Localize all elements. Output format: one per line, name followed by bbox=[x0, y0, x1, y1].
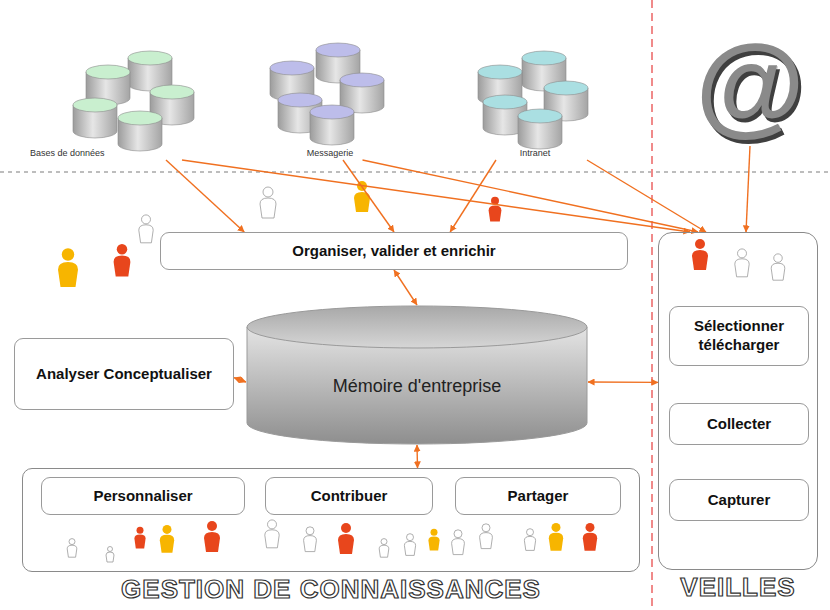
database-icon bbox=[73, 51, 194, 151]
process-box: Sélectionner télécharger bbox=[669, 306, 809, 366]
person-figure bbox=[160, 525, 174, 553]
flow-arrow bbox=[450, 160, 496, 232]
person-figure bbox=[106, 547, 114, 563]
cylinder-shape bbox=[246, 305, 588, 445]
person-figure bbox=[304, 527, 317, 552]
node-label: Messagerie bbox=[307, 148, 354, 158]
person-figure bbox=[379, 539, 389, 558]
node-label: Collecter bbox=[707, 415, 771, 434]
section-heading: VEILLES bbox=[659, 573, 817, 602]
database-top bbox=[278, 93, 322, 107]
node-label: Capturer bbox=[708, 491, 771, 510]
database-top bbox=[478, 65, 522, 79]
person-figure bbox=[735, 249, 749, 277]
database-icon bbox=[478, 51, 588, 149]
flow-arrow bbox=[416, 445, 418, 468]
person-figure bbox=[58, 248, 78, 287]
database-top bbox=[518, 109, 562, 123]
flow-arrow bbox=[588, 381, 658, 383]
flow-arrow bbox=[182, 160, 690, 232]
person-figure bbox=[428, 529, 439, 551]
person-figure bbox=[480, 524, 493, 549]
database-top bbox=[544, 81, 588, 95]
web-icon: @ bbox=[695, 22, 805, 146]
database-icon bbox=[270, 43, 384, 145]
process-box: Contribuer bbox=[265, 477, 433, 515]
person-figure bbox=[524, 529, 535, 551]
database-top bbox=[128, 51, 172, 65]
flow-arrow bbox=[746, 146, 750, 232]
database-top bbox=[118, 111, 162, 125]
storage-cylinder: Mémoire d'entreprise bbox=[246, 305, 588, 445]
node-label: Mémoire d'entreprise bbox=[333, 376, 502, 397]
database-top bbox=[310, 105, 354, 119]
person-figure bbox=[338, 523, 354, 554]
person-figure bbox=[260, 187, 276, 218]
node-label: @ bbox=[695, 28, 804, 140]
database-top bbox=[86, 65, 130, 79]
person-figure bbox=[265, 520, 279, 548]
database-top bbox=[483, 95, 527, 109]
process-box: Collecter bbox=[669, 403, 809, 445]
person-figure bbox=[204, 521, 220, 552]
process-box: Organiser, valider et enrichir bbox=[160, 232, 628, 270]
person-figure bbox=[404, 534, 415, 556]
database-cluster: Messagerie bbox=[265, 40, 395, 160]
database-top bbox=[340, 73, 384, 87]
person-figure bbox=[134, 527, 145, 549]
node-label: Bases de données bbox=[30, 148, 105, 158]
flow-arrow bbox=[234, 378, 246, 382]
database-top bbox=[150, 85, 194, 99]
database-top bbox=[73, 98, 117, 112]
person-figure bbox=[489, 197, 502, 222]
flow-arrow bbox=[587, 160, 706, 232]
person-figure bbox=[139, 215, 153, 243]
separator-line bbox=[651, 0, 653, 610]
group-panel: GESTION DE CONNAISSANCESPersonnaliserCon… bbox=[22, 468, 640, 572]
person-figure bbox=[452, 530, 465, 555]
flow-arrow bbox=[394, 270, 417, 305]
node-label: Personnaliser bbox=[93, 487, 192, 506]
process-box: Personnaliser bbox=[41, 477, 245, 515]
node-label: Contribuer bbox=[311, 487, 388, 506]
process-box: Analyser Conceptualiser bbox=[14, 338, 234, 410]
node-label: Organiser, valider et enrichir bbox=[292, 242, 495, 261]
flow-arrow bbox=[343, 160, 394, 232]
process-box: Partager bbox=[455, 477, 621, 515]
database-cluster: Bases de données bbox=[30, 40, 190, 160]
database-top bbox=[270, 61, 314, 75]
database-top bbox=[522, 51, 566, 65]
person-figure bbox=[67, 539, 77, 558]
flow-arrow bbox=[166, 160, 244, 232]
node-label: Partager bbox=[508, 487, 569, 506]
node-label: Sélectionner télécharger bbox=[680, 317, 798, 355]
node-label: Intranet bbox=[520, 148, 551, 158]
person-figure bbox=[549, 523, 563, 551]
section-heading: GESTION DE CONNAISSANCES bbox=[23, 575, 639, 604]
person-figure bbox=[114, 244, 131, 277]
person-figure bbox=[692, 239, 708, 270]
database-cluster: Intranet bbox=[470, 40, 600, 160]
person-figure bbox=[771, 254, 785, 280]
database-top bbox=[316, 43, 360, 57]
person-figure bbox=[583, 523, 597, 551]
process-box: Capturer bbox=[669, 479, 809, 521]
group-panel: VEILLESSélectionner téléchargerCollecter… bbox=[658, 232, 818, 570]
node-label: Analyser Conceptualiser bbox=[36, 365, 212, 384]
